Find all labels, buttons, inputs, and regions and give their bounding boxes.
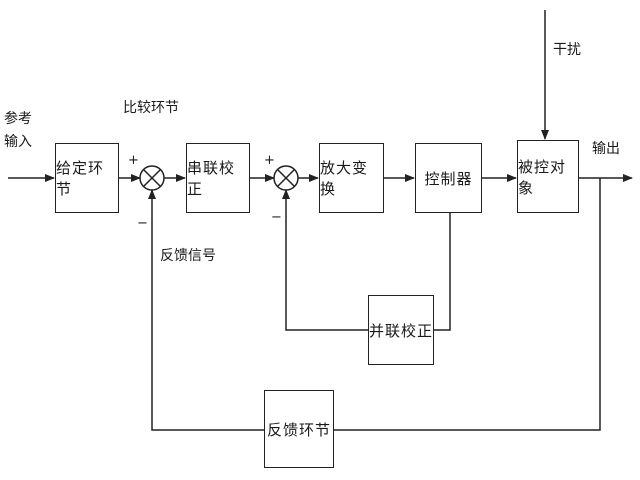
sign-sum1-minus: − [137, 216, 148, 231]
block-feedback: 反馈环节 [264, 390, 334, 468]
block-amplifier: 放大变换 [319, 143, 384, 213]
sign-sum2-minus: − [271, 210, 282, 225]
block-plant: 被控对象 [517, 140, 579, 213]
arrow-parallel-to-sum2 [282, 189, 368, 331]
line-output-to-feedback [334, 178, 601, 431]
label-reference-input-line2: 输入 [4, 134, 32, 150]
label-reference-input-line1: 参考 [4, 111, 32, 127]
block-parallel-correction: 并联校正 [368, 295, 434, 365]
label-feedback-signal: 反馈信号 [160, 248, 216, 264]
block-series-correction: 串联校正 [186, 143, 250, 213]
label-output: 输出 [592, 141, 620, 157]
summing-junction-2 [273, 165, 299, 191]
arrow-feedback-to-sum1 [148, 189, 264, 431]
sign-sum2-plus: + [264, 153, 275, 168]
block-controller: 控制器 [415, 143, 482, 213]
summing-junction-1 [139, 165, 165, 191]
sign-sum1-plus: + [128, 153, 139, 168]
line-controller-to-parallel [434, 212, 451, 331]
label-comparison: 比较环节 [123, 100, 179, 116]
block-given: 给定环节 [55, 143, 119, 213]
label-disturbance: 干扰 [553, 42, 581, 58]
